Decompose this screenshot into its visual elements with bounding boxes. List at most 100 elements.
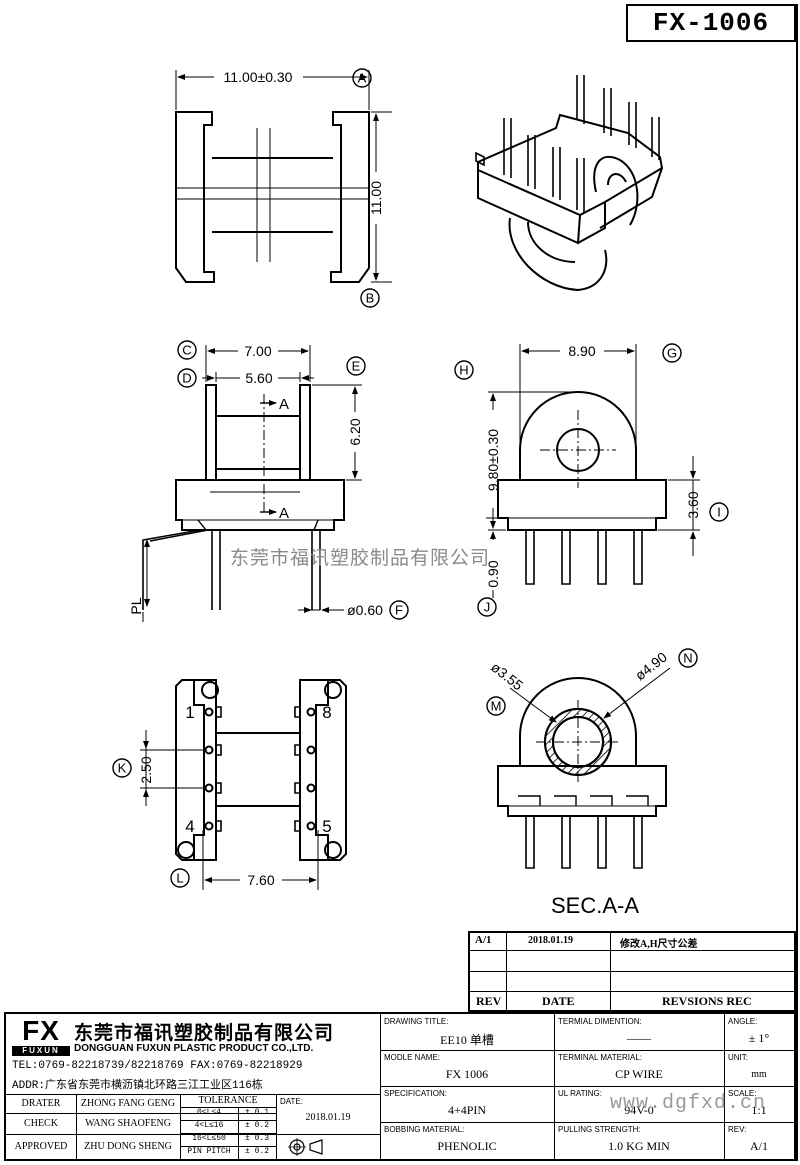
- check-name: WANG SHAOFENG: [85, 1118, 171, 1129]
- section-view: [497, 667, 671, 869]
- svg-text:I: I: [717, 505, 721, 520]
- revision-table: A/1 2018.01.19 修改A,H尺寸公差 REV DATE REVSIO…: [468, 931, 796, 1012]
- unit-label: UNIT:: [728, 1053, 748, 1062]
- dim-front-height: 6.20: [347, 418, 363, 445]
- dim-bottom-pitch: 2.50: [138, 756, 154, 783]
- pin-number-8: 8: [322, 703, 331, 722]
- term-dim-label: TERMIAL DIMENTION:: [558, 1017, 642, 1026]
- front-view: [142, 345, 362, 622]
- top-view: [175, 70, 392, 283]
- section-title: SEC.A-A: [550, 893, 640, 918]
- side-view: [486, 344, 700, 598]
- company-logo: FX FUXUN: [12, 1016, 70, 1056]
- marker-a: A: [352, 68, 372, 88]
- bobbin-label: BOBBING MATERIAL:: [384, 1125, 465, 1134]
- approved-label: APPROVED: [14, 1141, 68, 1152]
- dim-side-base: 3.60: [685, 491, 701, 518]
- tolerance-value: ± 0.3: [244, 1134, 269, 1143]
- drawing-title: EE10 单槽: [440, 1033, 494, 1047]
- ul-value: 94V-0: [624, 1103, 654, 1117]
- company-tel: TEL:0769-82218739/82218769 FAX:0769-8221…: [12, 1060, 303, 1072]
- marker-l: L: [170, 868, 190, 888]
- svg-text:N: N: [683, 651, 692, 666]
- marker-c: C: [177, 340, 197, 360]
- angle-label: ANGLE:: [728, 1017, 758, 1026]
- marker-i: I: [709, 502, 729, 522]
- part-number-box: FX-1006: [626, 4, 796, 42]
- approved-name: ZHU DONG SHENG: [84, 1141, 172, 1152]
- isometric-view: [475, 75, 664, 292]
- marker-g: G: [662, 343, 682, 363]
- section-mark-top: A: [279, 396, 289, 413]
- marker-j: J: [477, 597, 497, 617]
- rev-value: A/1: [750, 1139, 768, 1153]
- dim-pin-diameter: ø0.60: [347, 602, 383, 618]
- rev-desc: 修改A,H尺寸公差: [620, 939, 698, 950]
- marker-n: N: [678, 648, 698, 668]
- drater-name: ZHONG FANG GENG: [80, 1098, 176, 1109]
- marker-m: M: [486, 696, 506, 716]
- company-name-cn: 东莞市福讯塑胶制品有限公司: [74, 1023, 335, 1044]
- rev-date: 2018.01.19: [528, 935, 573, 946]
- tolerance-range: 4<L≤16: [194, 1121, 224, 1130]
- technical-drawing: 11.00±0.30 11.00 7.00 5.60 6.20 8.90 9.8…: [112, 68, 729, 890]
- tolerance-range: 0<L≤4: [196, 1108, 221, 1117]
- projection-symbol-icon: [288, 1138, 323, 1156]
- svg-text:G: G: [667, 346, 677, 361]
- sheet-border-right: [796, 4, 798, 1161]
- rev-header-date: DATE: [542, 994, 575, 1008]
- marker-k: K: [112, 758, 132, 778]
- bottom-view: [140, 679, 347, 890]
- tolerance-range: 16<L≤50: [192, 1134, 226, 1143]
- pull-value: 1.0 KG MIN: [608, 1139, 670, 1153]
- svg-text:J: J: [484, 600, 491, 615]
- drater-label: DRATER: [21, 1098, 61, 1109]
- pin-number-1: 1: [185, 703, 194, 722]
- svg-text:F: F: [395, 603, 403, 618]
- pull-label: PULLING STRENGTH:: [558, 1125, 641, 1134]
- svg-text:M: M: [491, 699, 502, 714]
- dim-side-width: 8.90: [568, 343, 595, 359]
- dim-top-height: 11.00: [368, 181, 384, 215]
- rev-id: A/1: [475, 934, 492, 946]
- circled-markers: A B CD E F G H I J K L M N: [112, 68, 729, 888]
- rev-header-desc: REVSIONS REC: [662, 994, 752, 1008]
- spec-value: 4+4PIN: [447, 1103, 487, 1117]
- marker-b: B: [360, 288, 380, 308]
- svg-text:B: B: [366, 291, 375, 306]
- scale-value: 1:1: [751, 1103, 767, 1117]
- svg-text:A: A: [358, 71, 367, 86]
- svg-text:K: K: [118, 761, 127, 776]
- dim-side-height: 9.80±0.30: [485, 429, 501, 491]
- pin-number-4: 4: [185, 817, 194, 836]
- unit-value: mm: [751, 1069, 767, 1080]
- company-name-en: DONGGUAN FUXUN PLASTIC PRODUCT CO.,LTD.: [74, 1043, 314, 1054]
- marker-d: D: [177, 368, 197, 388]
- dim-bottom-width: 7.60: [247, 872, 274, 888]
- marker-f: F: [389, 600, 409, 620]
- watermark-url: www.dgfxd.cn: [610, 1092, 767, 1115]
- dim-pin-length: 0.90: [485, 560, 501, 587]
- tolerance-title: TOLERANCE: [198, 1095, 258, 1106]
- check-label: CHECK: [24, 1118, 58, 1129]
- svg-text:C: C: [182, 343, 191, 358]
- tolerance-value: ± 0.2: [244, 1121, 269, 1130]
- dim-pl: PL: [128, 597, 144, 614]
- pin-number-5: 5: [322, 817, 331, 836]
- term-mat-label: TERMINAL MATERIAL:: [558, 1053, 643, 1062]
- company-addr: ADDR:广东省东莞市横沥镇北环路三江工业区116栋: [12, 1080, 263, 1092]
- title-block: FX FUXUN 东莞市福讯塑胶制品有限公司 DONGGUAN FUXUN PL…: [4, 1012, 796, 1161]
- spec-label: SPECIFICATION:: [384, 1089, 447, 1098]
- svg-text:D: D: [182, 371, 191, 386]
- rev-header-rev: REV: [476, 994, 502, 1008]
- marker-e: E: [346, 356, 366, 376]
- bobbin-value: PHENOLIC: [437, 1139, 497, 1153]
- tolerance-value: ± 0.2: [244, 1147, 269, 1156]
- marker-h: H: [454, 360, 474, 380]
- model-name: FX 1006: [445, 1067, 489, 1081]
- watermark-text: 东莞市福讯塑胶制品有限公司: [230, 548, 491, 569]
- dim-front-outer: 7.00: [244, 343, 271, 359]
- dim-top-width: 11.00±0.30: [224, 69, 293, 85]
- dim-sec-outer: ø4.90: [632, 649, 670, 684]
